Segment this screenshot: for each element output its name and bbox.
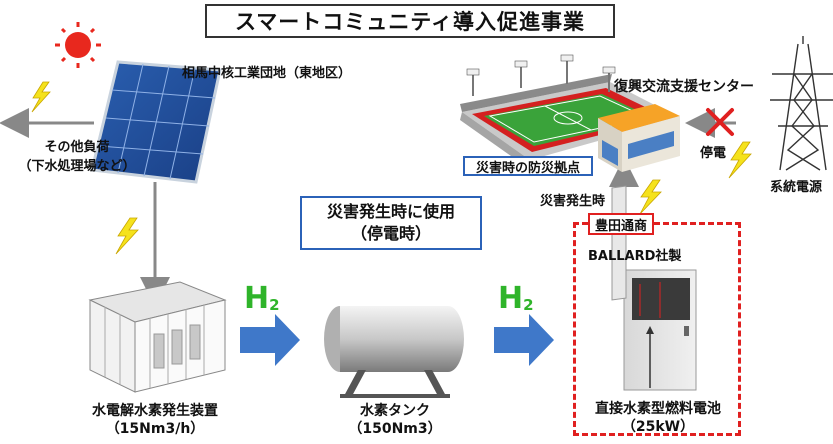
disaster-base-label: 災害時の防災拠点 [463, 156, 593, 176]
electrolyzer-label: 水電解水素発生装置 （15Nm3/h） [60, 402, 250, 438]
tank-line2: （150Nm3） [348, 421, 442, 437]
flow-arrow [240, 314, 300, 366]
electrolyzer-line1: 水電解水素発生装置 [92, 403, 218, 419]
h2-label: H2 [498, 284, 534, 320]
fuel-cell-icon [611, 185, 697, 391]
page-title: スマートコミュニティ導入促進事業 [205, 4, 615, 38]
hydrogen-tank-icon [324, 306, 464, 398]
grid-power-label: 系統電源 [770, 180, 823, 195]
reconstruction-center-label: 復興交流支援センター [614, 79, 754, 95]
power-tower-icon [770, 36, 833, 171]
tank-line1: 水素タンク [360, 403, 430, 419]
lightning-icon [31, 81, 51, 113]
usage-line1: 災害発生時に使用 [326, 202, 455, 221]
h2-subscript: 2 [269, 296, 280, 314]
flow-arrow [494, 314, 554, 366]
h2-label: H2 [244, 284, 280, 320]
h2-subscript: 2 [523, 296, 534, 314]
electrolyzer-line2: （15Nm3/h） [105, 421, 205, 437]
other-load-label: その他負荷 （下水処理場など） [2, 136, 152, 174]
other-load-line1: その他負荷 [44, 140, 110, 155]
fuel-cell-label: 直接水素型燃料電池 （25kW） [578, 400, 738, 436]
toyota-label: 豊田通商 [588, 213, 654, 235]
fuel-cell-frame [573, 222, 741, 436]
solar-panel-icon [90, 60, 222, 184]
lightning-icon [115, 217, 139, 255]
when-disaster-label: 災害発生時 [540, 194, 606, 209]
ballard-label: BALLARD社製 [588, 249, 682, 264]
stadium-icon [460, 54, 680, 168]
outage-label: 停電 [700, 146, 727, 161]
sun-icon [55, 22, 101, 68]
other-load-line2: （下水処理場など） [18, 159, 136, 174]
site-label: 相馬中核工業団地（東地区） [182, 66, 352, 81]
electrolyzer-icon [88, 281, 227, 393]
tank-label: 水素タンク （150Nm3） [330, 402, 460, 438]
building-icon [598, 104, 680, 172]
fuel-cell-line2: （25kW） [621, 419, 695, 435]
h2-letter: H [244, 281, 270, 316]
fuel-cell-line1: 直接水素型燃料電池 [595, 401, 721, 417]
usage-box: 災害発生時に使用 （停電時） [300, 196, 482, 250]
usage-line2: （停電時） [350, 224, 431, 243]
lightning-icon [728, 141, 752, 179]
cross-icon [706, 108, 734, 136]
h2-letter: H [498, 281, 524, 316]
lightning-icon [639, 179, 662, 215]
